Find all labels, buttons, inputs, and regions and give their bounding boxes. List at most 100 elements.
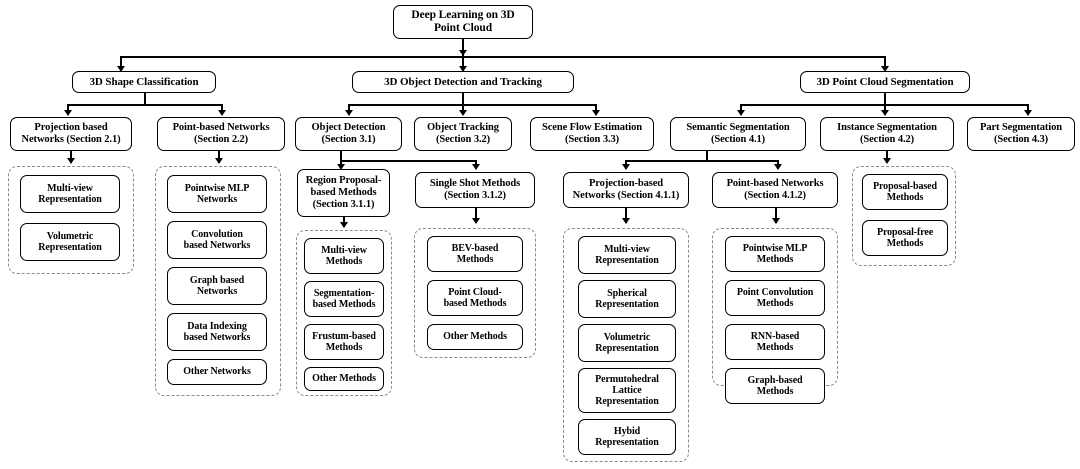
- connector-pb22-stem: [218, 151, 220, 162]
- connector-detect-arrow-2: [458, 110, 467, 116]
- node-semantic-segmentation-4-1: Semantic Segmentation(Section 4.1): [670, 117, 806, 151]
- connector-rp-arrow: [339, 222, 348, 228]
- connector-od-bus: [340, 160, 475, 162]
- leaf-label: Other Methods: [312, 373, 376, 385]
- node-region-proposal-based-methods-3-1-1: Region Proposal-based Methods(Section 3.…: [297, 169, 390, 217]
- connector-seg-drop-3: [1027, 104, 1029, 114]
- group-point-based-networks-2-2: [155, 166, 281, 396]
- connector-root-drop-mid: [462, 56, 464, 70]
- node-label: Scene Flow Estimation(Section 3.3): [542, 122, 642, 145]
- connector-ssm-arrow: [471, 218, 480, 224]
- connector-ss-arrow-1: [621, 164, 630, 170]
- connector-proj21-stem: [70, 151, 72, 162]
- node-label: Point-based Networks(Section 2.2): [172, 122, 270, 145]
- connector-ss-stem: [706, 151, 708, 160]
- connector-od-arrow-1: [336, 164, 345, 170]
- node-object-detection-3-1: Object Detection(Section 3.1): [295, 117, 402, 151]
- connector-root-arrow-mid: [458, 50, 467, 56]
- node-scene-flow-estimation-3-3: Scene Flow Estimation(Section 3.3): [530, 117, 654, 151]
- group-projection-based-networks-4-1-1: [563, 228, 689, 462]
- connector-seg-bus: [740, 104, 1027, 106]
- connector-root-arrow-right: [880, 66, 889, 72]
- connector-ss-bus: [625, 160, 777, 162]
- node-label: Object Tracking(Section 3.2): [427, 122, 499, 145]
- node-label: 3D Point Cloud Segmentation: [816, 75, 954, 88]
- group-single-shot-methods: [414, 228, 536, 358]
- connector-detect-drop-3: [595, 104, 597, 114]
- connector-seg-arrow-1: [736, 110, 745, 116]
- connector-ssm-stem: [475, 208, 477, 223]
- leaf-label: Segmentation-based Methods: [312, 287, 376, 310]
- connector-detect-drop-2: [462, 104, 464, 114]
- connector-detect-stem: [462, 93, 464, 104]
- connector-pbn412-stem: [775, 208, 777, 223]
- connector-detect-arrow-1: [344, 110, 353, 116]
- connector-root-arrow-mid2: [458, 66, 467, 72]
- leaf-segmentation-based-methods: Segmentation-based Methods: [304, 281, 384, 317]
- node-label: Object Detection(Section 3.1): [311, 122, 386, 145]
- connector-od-stem: [340, 151, 342, 160]
- connector-seg-drop-1: [740, 104, 742, 114]
- node-instance-segmentation-4-2: Instance Segmentation(Section 4.2): [820, 117, 954, 151]
- connector-is-stem: [886, 151, 888, 162]
- node-part-segmentation-4-3: Part Segmentation(Section 4.3): [967, 117, 1075, 151]
- connector-ss-drop-2: [777, 160, 779, 167]
- connector-pbn411-stem: [625, 208, 627, 223]
- group-instance-segmentation: [852, 166, 956, 266]
- group-projection-based-networks-2-1: [8, 166, 134, 274]
- connector-pb22-arrow: [214, 158, 223, 164]
- node-label: Semantic Segmentation(Section 4.1): [686, 122, 790, 145]
- connector-root-stem: [462, 39, 464, 56]
- group-region-proposal-based-methods: [296, 230, 392, 396]
- connector-pbn411-arrow: [621, 218, 630, 224]
- leaf-other-methods-ss: Other Methods: [427, 324, 523, 350]
- node-single-shot-methods-3-1-2: Single Shot Methods(Section 3.1.2): [415, 172, 535, 208]
- connector-seg-drop-2: [884, 104, 886, 114]
- node-label: 3D Object Detection and Tracking: [384, 75, 542, 88]
- leaf-other-networks: Other Networks: [167, 359, 267, 385]
- connector-ss-drop-1: [625, 160, 627, 167]
- node-point-based-networks-4-1-2: Point-based Networks(Section 4.1.2): [712, 172, 838, 208]
- node-label: Instance Segmentation(Section 4.2): [837, 122, 937, 145]
- connector-detect-arrow-3: [591, 110, 600, 116]
- node-label: Region Proposal-based Methods(Section 3.…: [305, 175, 382, 210]
- connector-ss-arrow-2: [773, 164, 782, 170]
- connector-shape-arrow-1: [63, 110, 72, 116]
- connector-shape-bus: [67, 104, 221, 106]
- connector-od-drop-1: [340, 160, 342, 167]
- leaf-label: Other Networks: [183, 366, 251, 378]
- connector-proj21-arrow: [66, 158, 75, 164]
- connector-root-drop-right: [884, 56, 886, 70]
